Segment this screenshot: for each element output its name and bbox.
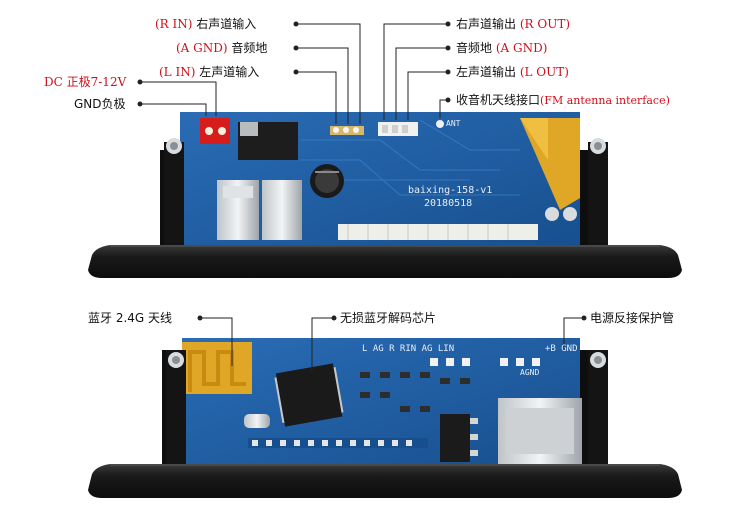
bottom-callout-lines [200, 317, 584, 372]
bt-antenna-trace [182, 342, 252, 394]
label-r-out: 右声道输出 (R OUT) [456, 17, 570, 31]
label-fm-antenna-code: (FM antenna interface) [540, 94, 670, 107]
label-r-in-text: 右声道输入 [196, 17, 257, 31]
audio-in-pins [330, 126, 364, 135]
label-r-in-code: (R IN) [155, 17, 193, 31]
label-bt-decoder-chip: 无损蓝牙解码芯片 [340, 311, 437, 325]
label-gnd-negative: GND负极 [74, 97, 126, 111]
top-gold-pad [520, 118, 580, 210]
label-r-in: (R IN) 右声道输入 [155, 17, 256, 31]
label-l-in-text: 左声道输入 [199, 65, 260, 79]
protect-mosfet [440, 414, 478, 462]
fm-antenna-pad [436, 120, 444, 128]
smd-parts [360, 372, 470, 412]
bottom-pcb [182, 338, 580, 468]
mount-posts-bottom [166, 350, 608, 466]
usb-port-2 [262, 180, 302, 240]
label-l-out-text: 左声道输出 [456, 65, 517, 79]
top-front-bezel [88, 245, 682, 278]
top-board [88, 112, 682, 278]
label-bt-antenna: 蓝牙 2.4G 天线 [88, 311, 173, 325]
audio-out-connector [378, 122, 418, 136]
top-callout-lines [140, 23, 448, 124]
label-l-out: 左声道输出 (L OUT) [456, 65, 569, 79]
silk-ant: ANT [446, 119, 461, 128]
bottom-front-bezel [88, 464, 682, 498]
silk-board-date: 20180518 [424, 198, 473, 209]
label-a-gnd-left-text: 音频地 [231, 41, 268, 55]
label-a-gnd-left: (A GND) 音频地 [176, 41, 267, 55]
label-a-gnd-right-code: (A GND) [495, 41, 548, 55]
label-l-out-code: (L OUT) [519, 65, 569, 79]
label-r-out-text: 右声道输出 [456, 17, 517, 31]
label-l-in-code: (L IN) [159, 65, 196, 79]
bt-decoder-chip [275, 363, 343, 427]
bottom-board [88, 338, 682, 498]
silk-pins: L AG R RIN AG LIN [362, 344, 455, 354]
label-fm-antenna: 收音机天线接口(FM antenna interface) [456, 93, 670, 108]
mount-posts-top [164, 138, 608, 252]
label-protect-mosfet: 电源反接保护管 [590, 311, 675, 325]
label-a-gnd-right-text: 音频地 [456, 41, 493, 55]
top-pads-row [430, 358, 540, 366]
label-r-out-code: (R OUT) [519, 17, 571, 31]
silk-agnd: AGND [520, 368, 540, 377]
top-callout-dots [137, 21, 451, 107]
silk-board-name: baixing-158-v1 [408, 185, 493, 196]
label-a-gnd-left-code: (A GND) [176, 41, 228, 55]
bottom-callout-dots [197, 315, 587, 321]
header-pads-row [248, 438, 428, 448]
sd-card-slot [498, 398, 582, 464]
label-l-in: (L IN) 左声道输入 [159, 65, 259, 79]
silk-bgnd: +B GND [545, 344, 578, 354]
label-a-gnd-right: 音频地 (A GND) [456, 41, 547, 55]
crystal-oscillator [244, 414, 270, 428]
label-fm-antenna-text: 收音机天线接口 [456, 93, 541, 107]
label-dc-positive: DC 正极7-12V [44, 75, 127, 89]
